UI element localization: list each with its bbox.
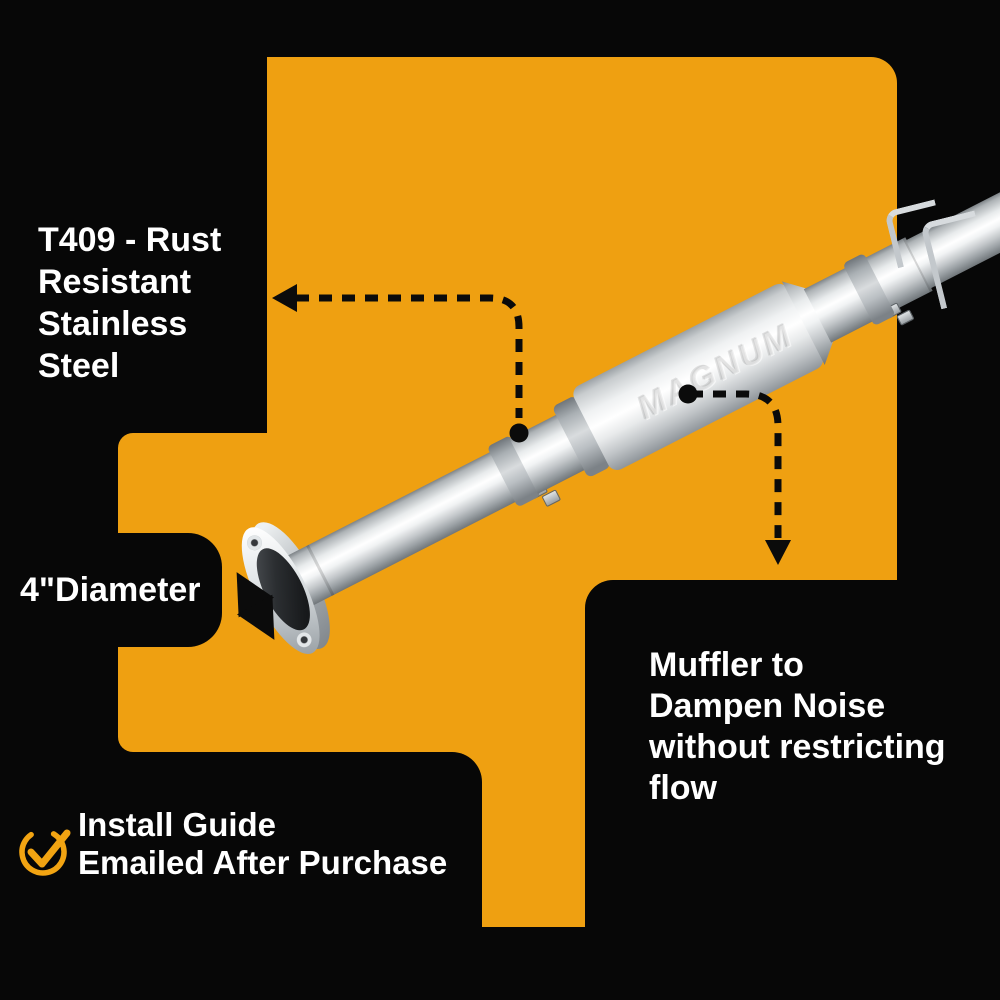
muffler-cutout-panel	[585, 580, 1000, 1000]
muffler-line: flow	[649, 769, 717, 807]
install-callout: Install Guide Emailed After Purchase	[78, 806, 447, 882]
install-cutout-panel	[0, 752, 482, 1000]
material-line: T409 - Rust	[38, 221, 222, 259]
muffler-callout: Muffler to Dampen Noise without restrict…	[649, 645, 946, 809]
install-line: Install Guide	[78, 806, 277, 843]
muffler-line: Dampen Noise	[649, 687, 886, 725]
diameter-label: 4"Diameter	[20, 570, 201, 609]
material-line: Stainless	[38, 305, 188, 343]
diameter-arrow	[236, 572, 275, 640]
callout-arrow-material	[272, 284, 529, 443]
diameter-cutout-panel: 4"Diameter	[0, 533, 222, 647]
check-circle-icon	[19, 828, 71, 876]
install-line: Emailed After Purchase	[78, 844, 448, 881]
material-line: Steel	[38, 347, 120, 385]
callout-arrow-muffler	[678, 384, 791, 565]
muffler-line: Muffler to	[649, 646, 804, 684]
muffler-line: without restricting	[649, 728, 946, 766]
material-callout: T409 - Rust Resistant Stainless Steel	[38, 219, 221, 387]
material-line: Resistant	[38, 263, 192, 301]
